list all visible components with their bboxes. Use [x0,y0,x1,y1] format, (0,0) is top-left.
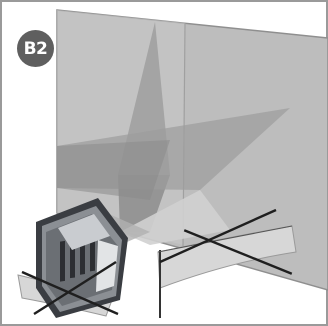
figure-badge-label: B2 [23,38,48,59]
figure-badge: B2 [17,30,54,67]
horizontal-laser-fan-overlap [57,140,170,200]
cross-out-mark-icon [21,270,119,316]
cross-out-mark-icon-left-2 [33,260,117,316]
tilt-arc-right-top [157,225,293,253]
cross-out-mark-icon-right-1 [159,208,277,264]
cross-out-mark-icon-right-2 [183,229,293,275]
